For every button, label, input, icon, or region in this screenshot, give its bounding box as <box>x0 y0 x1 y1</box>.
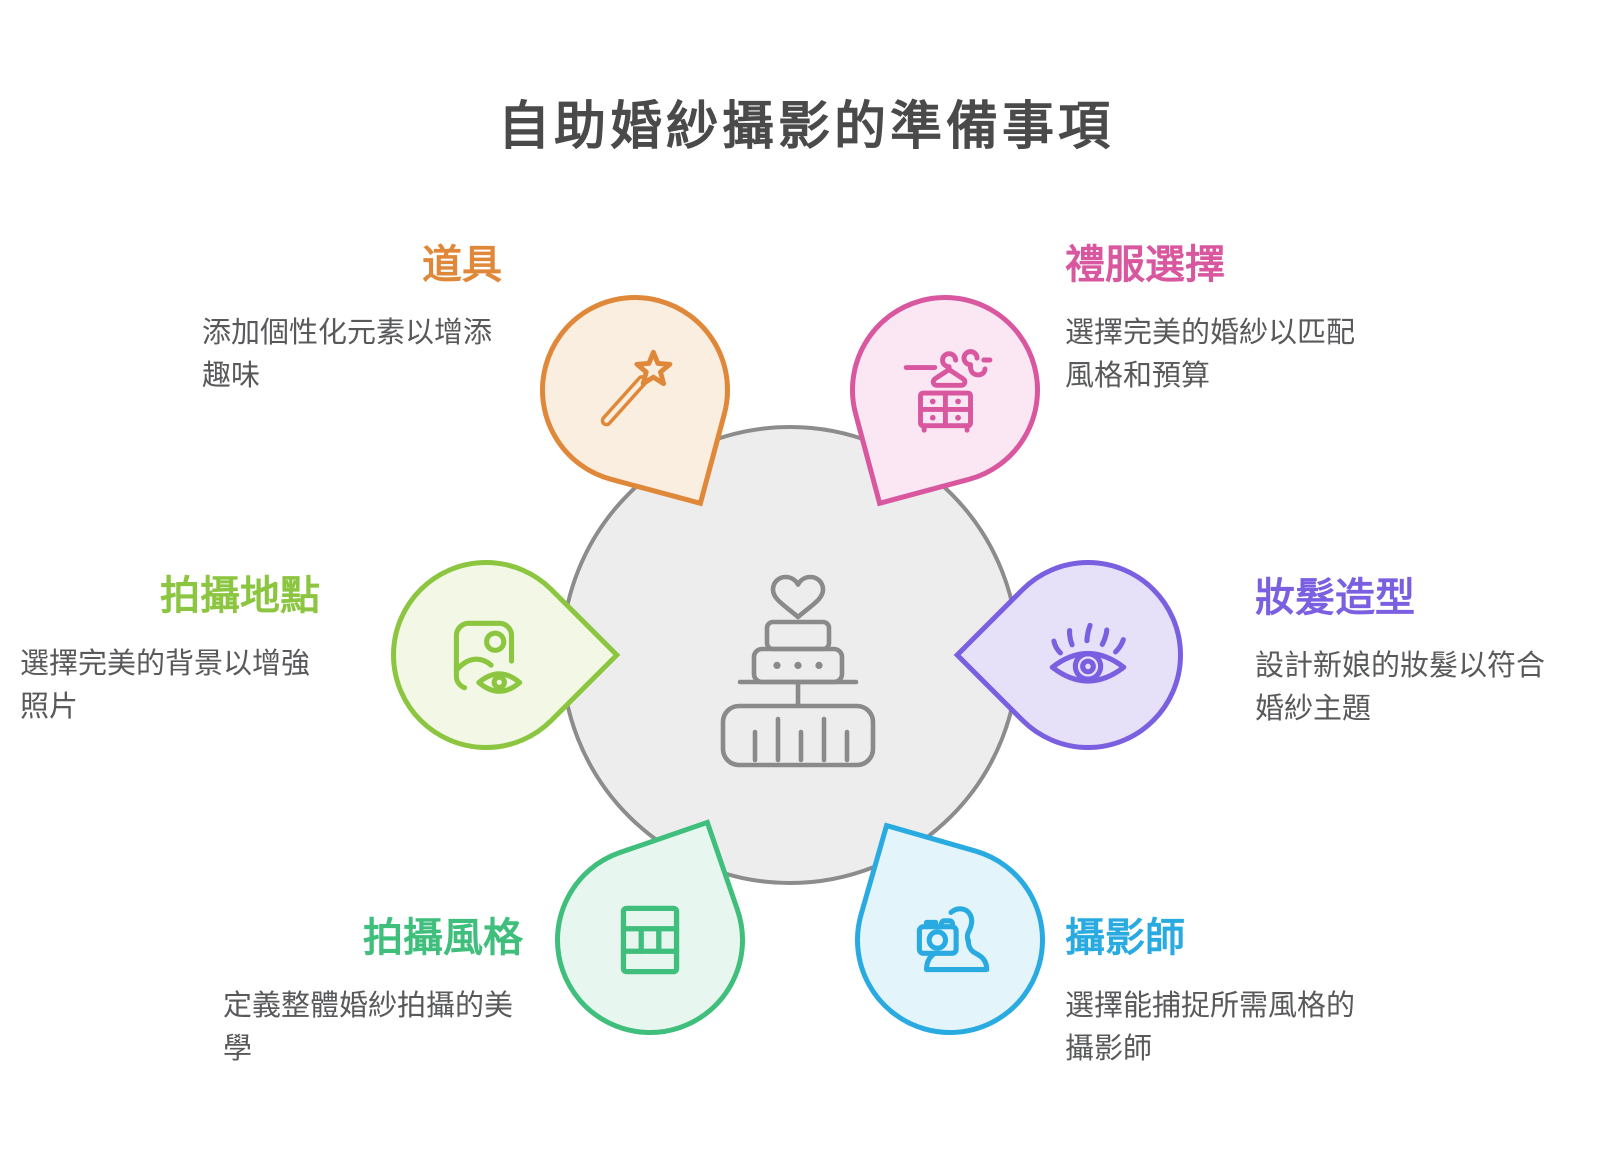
layout-grid-icon <box>620 905 680 975</box>
magic-wand-icon <box>600 349 673 427</box>
node-pin-style <box>529 819 771 1061</box>
node-pin-photographer <box>832 822 1068 1058</box>
node-text-dress: 禮服選擇 選擇完美的婚紗以匹配風格和預算 <box>1065 242 1365 398</box>
node-description: 選擇能捕捉所需風格的攝影師 <box>1065 990 1356 1065</box>
page-title: 自助婚紗攝影的準備事項 <box>497 98 1114 156</box>
node-text-makeup-hair: 妝髮造型 設計新娘的妝髮以符合婚紗主題 <box>1255 575 1555 731</box>
node-text-style: 拍攝風格 定義整體婚紗拍攝的美學 <box>223 915 523 1071</box>
node-label: 拍攝地點 <box>160 574 320 618</box>
eye-lashes-icon <box>1049 622 1127 684</box>
node-pin-dress <box>828 273 1062 507</box>
node-label: 攝影師 <box>1065 916 1185 960</box>
camera-person-icon <box>916 906 990 973</box>
node-description: 選擇完美的背景以增強照片 <box>20 648 311 723</box>
node-pin-props <box>518 273 752 507</box>
node-text-photographer: 攝影師 選擇能捕捉所需風格的攝影師 <box>1065 915 1365 1071</box>
node-pin-makeup-hair <box>953 520 1223 790</box>
node-label: 道具 <box>422 243 502 287</box>
node-text-location: 拍攝地點 選擇完美的背景以增強照片 <box>20 573 320 729</box>
wardrobe-hanger-icon <box>903 349 993 433</box>
node-description: 定義整體婚紗拍攝的美學 <box>223 990 514 1065</box>
node-description: 選擇完美的婚紗以匹配風格和預算 <box>1065 317 1356 392</box>
node-description: 設計新娘的妝髮以符合婚紗主題 <box>1255 650 1546 725</box>
center-circle <box>560 425 1020 885</box>
node-description: 添加個性化元素以增添趣味 <box>202 317 493 392</box>
node-text-props: 道具 添加個性化元素以增添趣味 <box>202 242 502 398</box>
node-label: 拍攝風格 <box>363 916 523 960</box>
node-label: 禮服選擇 <box>1065 243 1225 287</box>
node-label: 妝髮造型 <box>1255 576 1415 620</box>
node-pin-location <box>351 520 621 790</box>
photo-eye-icon <box>453 620 523 694</box>
wedding-cake-heart-icon <box>720 574 876 768</box>
